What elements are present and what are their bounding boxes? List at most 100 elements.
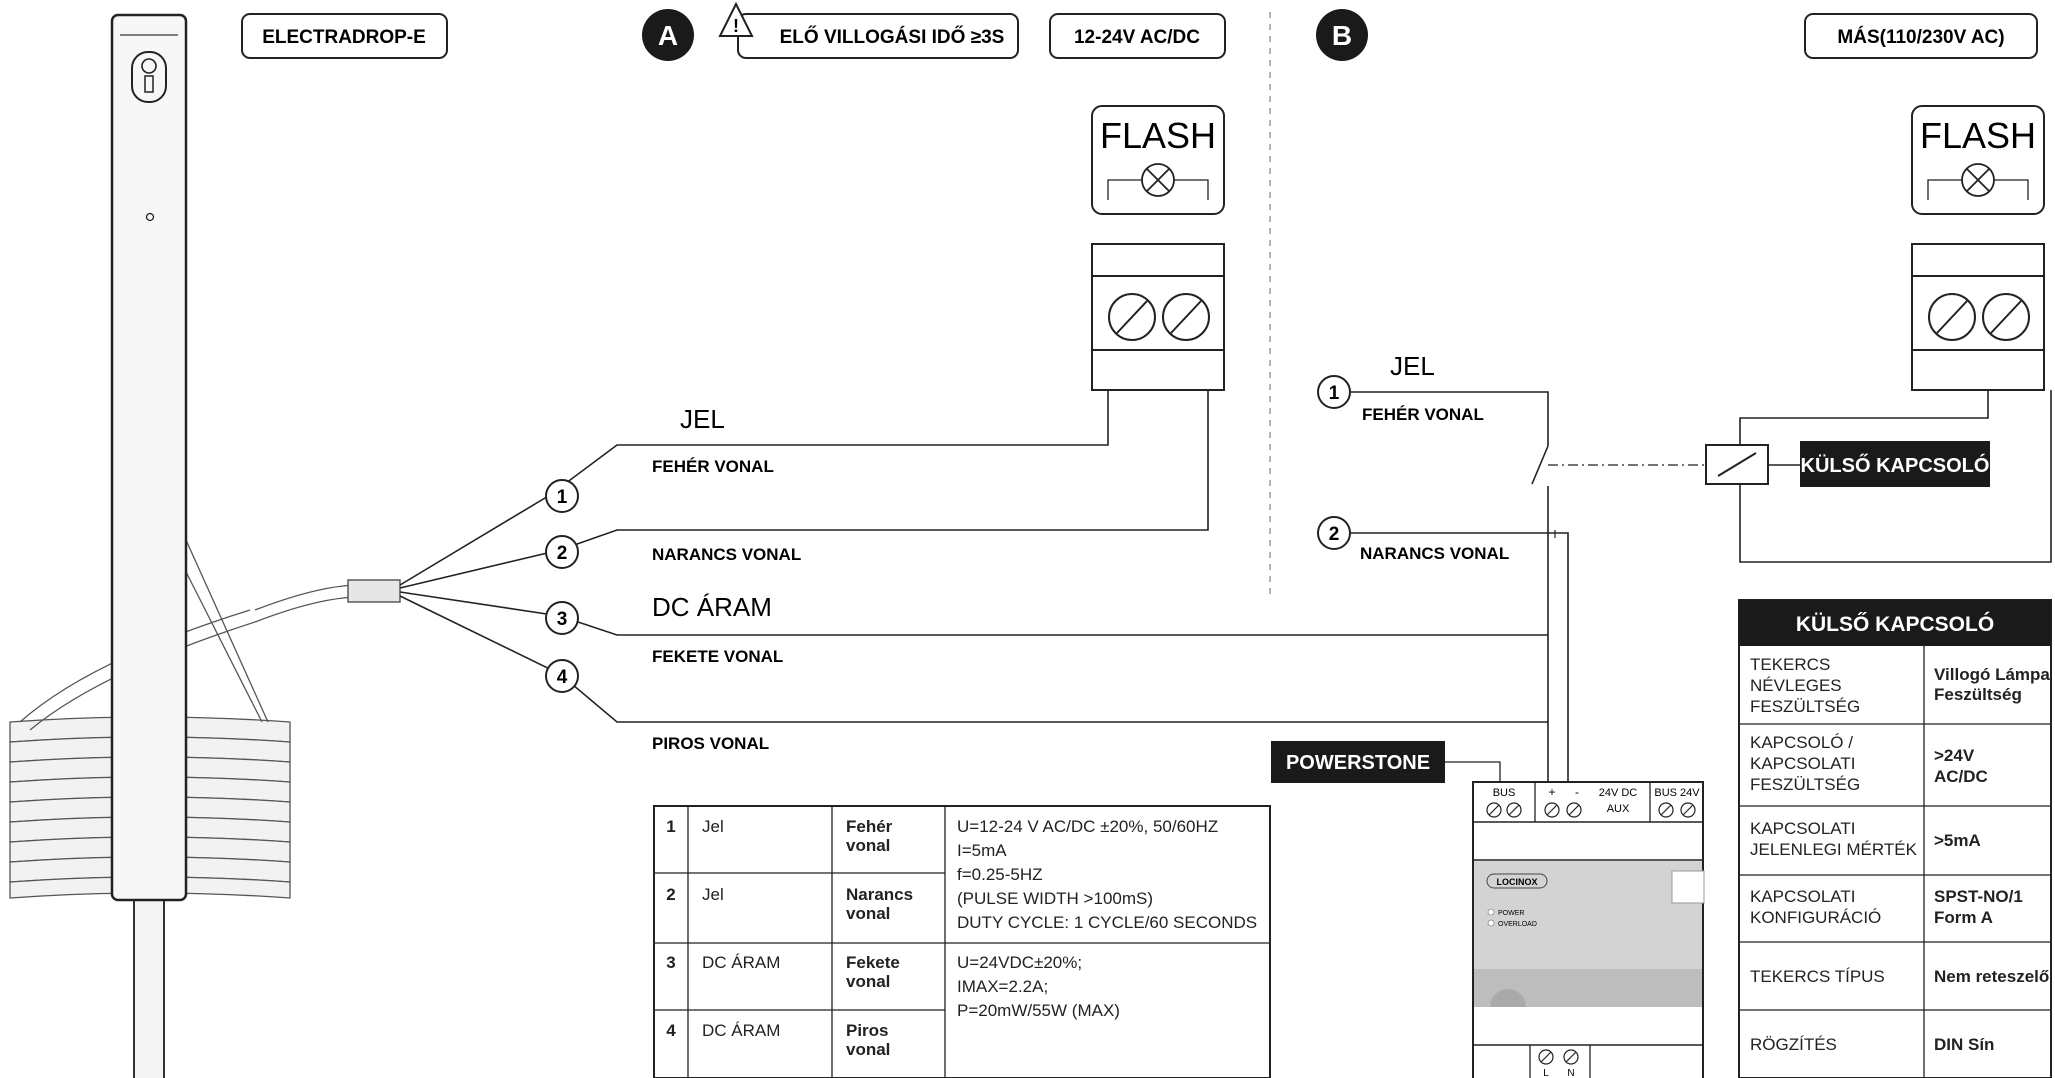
st-r1-r1: Villogó Lámpa bbox=[1934, 665, 2050, 684]
wires-b bbox=[1350, 390, 2052, 790]
st-r5-l1: TEKERCS TÍPUS bbox=[1750, 967, 1885, 986]
wt-row1-line2: vonal bbox=[846, 836, 890, 855]
st-r4-l1: KAPCSOLATI bbox=[1750, 887, 1856, 906]
wt-row3-num: 3 bbox=[666, 953, 675, 972]
wt-row4-line2: vonal bbox=[846, 1040, 890, 1059]
ps-bus24-label: BUS 24V bbox=[1654, 787, 1700, 799]
ps-power: POWER bbox=[1498, 910, 1524, 917]
wt-row3-type: DC ÁRAM bbox=[702, 953, 780, 972]
external-switch-badge bbox=[1800, 441, 1990, 487]
wt-row3-line1: Fekete bbox=[846, 953, 900, 972]
voltage-a-box bbox=[1049, 13, 1226, 59]
flash-label-b: FLASH bbox=[1920, 115, 2036, 156]
ps-brand: LOCINOX bbox=[1496, 877, 1537, 887]
section-b-marker: B bbox=[1332, 20, 1352, 51]
wire-b-1 bbox=[1350, 391, 1549, 446]
bollard-body bbox=[110, 13, 188, 902]
wire-a-2-num: 2 bbox=[557, 543, 568, 564]
switch-spec-table: KÜLSŐ KAPCSOLÓ TEKERCS NÉVLEGES FESZÜLTS… bbox=[1738, 599, 2052, 1078]
product-label: ELECTRADROP-E bbox=[262, 27, 426, 48]
st-r2-l2: KAPCSOLATI bbox=[1750, 754, 1856, 773]
signal-label-a: JEL bbox=[680, 404, 725, 434]
st-r4-l2: KONFIGURÁCIÓ bbox=[1750, 908, 1881, 927]
wt-spec-dc-2: IMAX=2.2A; bbox=[957, 977, 1048, 996]
st-title: KÜLSŐ KAPCSOLÓ bbox=[1796, 612, 1994, 636]
wire-a-badges: 1 2 3 4 bbox=[545, 479, 579, 693]
wt-row2-line1: Narancs bbox=[846, 885, 913, 904]
st-r2-l1: KAPCSOLÓ / bbox=[1750, 733, 1853, 752]
st-r6-r1: DIN Sín bbox=[1934, 1035, 1994, 1054]
ps-aux-line1: 24V DC bbox=[1599, 787, 1638, 799]
relay-contact bbox=[1531, 445, 1549, 485]
wt-row2-type: Jel bbox=[702, 885, 724, 904]
wire-a-2-name: NARANCS VONAL bbox=[652, 545, 801, 564]
wt-row1-line1: Fehér bbox=[846, 817, 893, 836]
flash-lamp-b: FLASH bbox=[1911, 105, 2045, 215]
st-r2-l3: FESZÜLTSÉG bbox=[1750, 775, 1860, 794]
product-label-box bbox=[241, 13, 448, 59]
wt-row4-line1: Piros bbox=[846, 1021, 889, 1040]
wt-spec-dc-1: U=24VDC±20%; bbox=[957, 953, 1082, 972]
wt-row2-num: 2 bbox=[666, 885, 675, 904]
wire-a-4 bbox=[399, 595, 1548, 723]
wt-spec-signal-2: I=5mA bbox=[957, 841, 1007, 860]
signal-label-b: JEL bbox=[1390, 351, 1435, 381]
st-r1-r2: Feszültség bbox=[1934, 685, 2022, 704]
powerstone-label: POWERSTONE bbox=[1286, 752, 1430, 774]
wire-a-1 bbox=[399, 390, 1109, 586]
section-b-marker-circle bbox=[1316, 9, 1368, 61]
warning-text: ELŐ VILLOGÁSI IDŐ ≥3S bbox=[780, 26, 1005, 48]
wire-b-2-name: NARANCS VONAL bbox=[1360, 544, 1509, 563]
powerstone-badge bbox=[1271, 741, 1445, 783]
external-switch-label: KÜLSŐ KAPCSOLÓ bbox=[1801, 453, 1990, 477]
wt-spec-signal-1: U=12-24 V AC/DC ±20%, 50/60HZ bbox=[957, 817, 1218, 836]
voltage-b-box bbox=[1804, 13, 2038, 59]
wire-a-3 bbox=[399, 591, 1548, 636]
flash-lamp-a: FLASH bbox=[1091, 105, 1225, 215]
wires-a bbox=[399, 390, 1548, 723]
wire-a-4-num: 4 bbox=[557, 667, 568, 688]
wire-b-2 bbox=[1350, 532, 1569, 790]
wire-a-4-name: PIROS VONAL bbox=[652, 734, 769, 753]
terminal-block-b bbox=[1911, 243, 2045, 391]
cable-coil bbox=[9, 539, 400, 899]
wire-spec-table: 1 Jel Fehér vonal 2 Jel Narancs vonal 3 … bbox=[653, 805, 1271, 1078]
wire-a-3-name: FEKETE VONAL bbox=[652, 647, 783, 666]
wire-b-1-num: 1 bbox=[1329, 383, 1340, 404]
wire-a-1-num: 1 bbox=[557, 487, 568, 508]
st-r2-r1: >24V bbox=[1934, 746, 1975, 765]
st-r6-l1: RÖGZÍTÉS bbox=[1750, 1035, 1837, 1054]
ps-bus-label: BUS bbox=[1493, 787, 1516, 799]
wt-spec-signal-5: DUTY CYCLE: 1 CYCLE/60 SECONDS bbox=[957, 913, 1257, 932]
wt-spec-signal-3: f=0.25-5HZ bbox=[957, 865, 1043, 884]
bollard-illustration bbox=[9, 13, 401, 1078]
ps-aux-line2: AUX bbox=[1607, 803, 1630, 815]
ps-minus-label: - bbox=[1575, 785, 1579, 799]
wt-row2-line2: vonal bbox=[846, 904, 890, 923]
st-r2-r2: AC/DC bbox=[1934, 767, 1988, 786]
wire-a-3-num: 3 bbox=[557, 609, 568, 630]
st-r1-l1: TEKERCS bbox=[1750, 655, 1830, 674]
dc-label-a: DC ÁRAM bbox=[652, 592, 772, 622]
voltage-b: MÁS(110/230V AC) bbox=[1837, 26, 2004, 48]
wire-a-1-name: FEHÉR VONAL bbox=[652, 457, 774, 476]
st-r4-r2: Form A bbox=[1934, 908, 1993, 927]
bollard-stem bbox=[133, 899, 165, 1078]
wt-row4-num: 4 bbox=[666, 1021, 676, 1040]
cable-sleeve bbox=[347, 579, 401, 603]
wt-row4-type: DC ÁRAM bbox=[702, 1021, 780, 1040]
wire-b-1-name: FEHÉR VONAL bbox=[1362, 405, 1484, 424]
wt-row3-line2: vonal bbox=[846, 972, 890, 991]
terminal-block-a bbox=[1091, 243, 1225, 391]
ps-overload: OVERLOAD bbox=[1498, 921, 1537, 928]
ps-plus-label: + bbox=[1548, 785, 1555, 799]
wt-spec-signal-4: (PULSE WIDTH >100mS) bbox=[957, 889, 1153, 908]
wt-row1-type: Jel bbox=[702, 817, 724, 836]
st-r4-r1: SPST-NO/1 bbox=[1934, 887, 2023, 906]
wt-spec-dc-3: P=20mW/55W (MAX) bbox=[957, 1001, 1120, 1020]
bollard-lock-icon bbox=[131, 51, 167, 103]
st-r1-l2: NÉVLEGES bbox=[1750, 676, 1842, 695]
ps-l-label: L bbox=[1543, 1068, 1549, 1078]
wire-b-2-num: 2 bbox=[1329, 524, 1340, 545]
